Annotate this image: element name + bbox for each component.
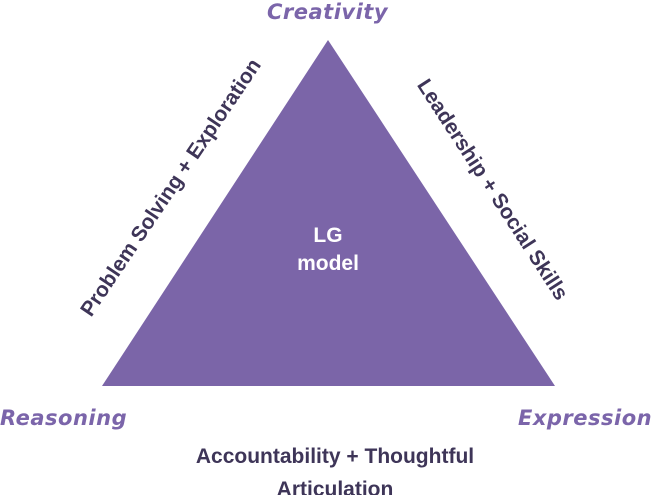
- side-bottom-label: Accountability + Thoughtful Articulation: [130, 440, 540, 495]
- center-line-1: LG: [313, 224, 343, 247]
- vertex-reasoning: Reasoning: [0, 406, 128, 430]
- center-label: LG model: [268, 222, 388, 278]
- vertex-creativity: Creativity: [267, 0, 389, 24]
- bottom-line-2: Articulation: [276, 478, 394, 495]
- triangle: [102, 40, 555, 386]
- center-line-2: model: [297, 252, 359, 275]
- vertex-expression: Expression: [518, 406, 653, 430]
- bottom-line-1: Accountability + Thoughtful: [195, 445, 475, 468]
